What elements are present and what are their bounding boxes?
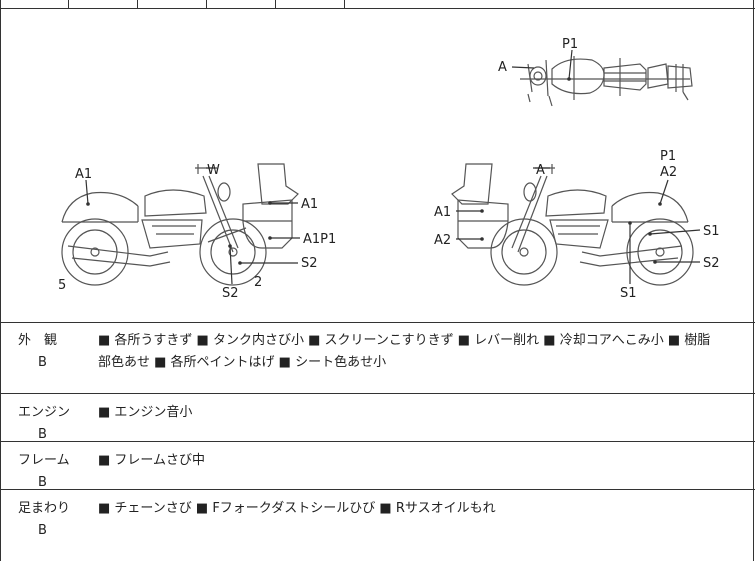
label-right-A2-case: A2 <box>434 233 451 248</box>
category-grade: B <box>38 475 47 490</box>
row-category: 外 観 B <box>18 330 78 374</box>
label-top-A: A <box>498 60 507 75</box>
category-grade: B <box>38 355 47 370</box>
header-strip <box>0 0 755 9</box>
row-category: 足まわり B <box>18 498 78 542</box>
category-grade: B <box>38 523 47 538</box>
motorcycle-right-view <box>451 163 701 286</box>
description-line: 部色あせ ■ 各所ペイントはげ ■ シート色あせ小 <box>98 355 387 370</box>
row-category: フレーム B <box>18 450 78 494</box>
motorcycle-top-view <box>511 49 693 107</box>
description-line: ■ エンジン音小 <box>98 405 193 420</box>
label-left-A1-front: A1 <box>75 167 92 182</box>
row-description: ■ フレームさび中 <box>98 450 743 472</box>
category-name: 外 観 <box>18 333 58 348</box>
label-left-5: 5 <box>58 278 66 293</box>
label-right-S2: S2 <box>703 256 720 271</box>
label-right-S1: S1 <box>703 224 720 239</box>
condition-row-frame: フレーム B ■ フレームさび中 <box>0 442 755 490</box>
damage-diagram: A P1 A1 W A1 A1P1 S2 S2 2 5 A P1 A2 A1 A… <box>0 8 755 323</box>
description-line: ■ チェーンさび ■ Fフォークダストシールひび ■ Rサスオイルもれ <box>98 501 496 516</box>
description-line: ■ フレームさび中 <box>98 453 206 468</box>
condition-row-engine: エンジン B ■ エンジン音小 <box>0 394 755 442</box>
header-cell <box>137 0 138 8</box>
label-left-2: 2 <box>254 275 262 290</box>
row-description: ■ チェーンさび ■ Fフォークダストシールひび ■ Rサスオイルもれ <box>98 498 743 520</box>
label-top-P1: P1 <box>562 37 578 52</box>
label-left-A1P1: A1P1 <box>303 232 336 247</box>
motorcycle-left-view <box>61 163 300 286</box>
condition-row-exterior: 外 観 B ■ 各所うすきず ■ タンク内さび小 ■ スクリーンこすりきず ■ … <box>0 322 755 394</box>
label-right-P1: P1 <box>660 149 676 164</box>
category-name: エンジン <box>18 405 71 420</box>
condition-row-suspension: 足まわり B ■ チェーンさび ■ Fフォークダストシールひび ■ Rサスオイル… <box>0 490 755 561</box>
label-left-S2-bottom: S2 <box>222 286 239 301</box>
description-line: ■ 各所うすきず ■ タンク内さび小 ■ スクリーンこすりきず ■ レバー削れ … <box>98 333 711 348</box>
header-cell <box>68 0 69 8</box>
label-left-W: W <box>207 163 220 178</box>
label-right-A1-case: A1 <box>434 205 451 220</box>
category-grade: B <box>38 427 47 442</box>
header-cell <box>344 0 345 8</box>
header-cell <box>206 0 207 8</box>
row-description: ■ エンジン音小 <box>98 402 743 424</box>
row-category: エンジン B <box>18 402 78 446</box>
label-left-A1-case: A1 <box>301 197 318 212</box>
row-description: ■ 各所うすきず ■ タンク内さび小 ■ スクリーンこすりきず ■ レバー削れ … <box>98 330 743 374</box>
label-right-S1-bottom: S1 <box>620 286 637 301</box>
label-right-A: A <box>536 163 545 178</box>
label-left-S2-right: S2 <box>301 256 318 271</box>
label-right-A2-top: A2 <box>660 165 677 180</box>
category-name: 足まわり <box>18 501 71 516</box>
header-cell <box>275 0 276 8</box>
motorcycle-diagram: A P1 A1 W A1 A1P1 S2 S2 2 5 A P1 A2 A1 A… <box>58 37 720 301</box>
category-name: フレーム <box>18 453 70 468</box>
